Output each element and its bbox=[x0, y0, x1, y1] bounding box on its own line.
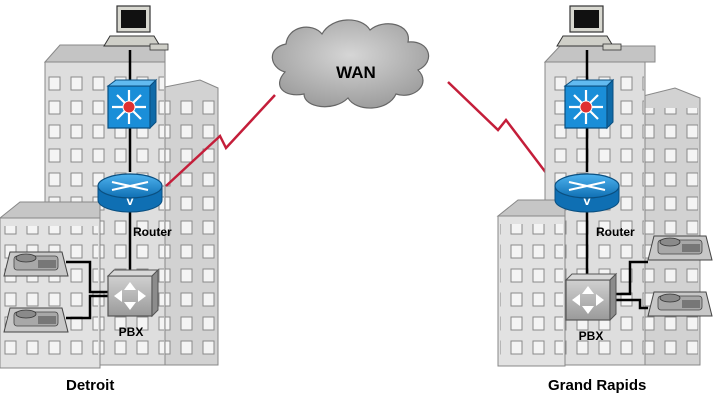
router-label: Router bbox=[133, 225, 172, 239]
multilayer-switch-icon bbox=[563, 78, 615, 130]
ip-phone-icon bbox=[647, 291, 713, 317]
ip-phone-icon bbox=[3, 307, 69, 333]
svg-text:V: V bbox=[584, 198, 591, 208]
wan-links bbox=[165, 81, 557, 187]
pbx-icon bbox=[106, 268, 160, 318]
wan-label: WAN bbox=[336, 63, 376, 82]
router-icon: V bbox=[97, 173, 163, 213]
multilayer-switch-icon bbox=[106, 78, 158, 130]
site-name-detroit: Detroit bbox=[66, 377, 114, 394]
pbx-label: PBX bbox=[119, 325, 144, 339]
detroit-internal-links bbox=[66, 50, 132, 320]
ip-phone-icon bbox=[647, 235, 713, 261]
wan-link-grand-rapids bbox=[447, 81, 557, 187]
pc-icon bbox=[103, 5, 169, 51]
pbx-label: PBX bbox=[579, 329, 604, 343]
pc-icon bbox=[556, 5, 622, 51]
wan-cloud: WAN bbox=[271, 19, 430, 109]
site-grand-rapids: V Router PBX bbox=[496, 5, 713, 394]
wan-link-detroit bbox=[165, 94, 276, 187]
ip-phone-icon bbox=[3, 251, 69, 277]
site-name-grand-rapids: Grand Rapids bbox=[548, 377, 646, 394]
site-detroit: V Router PBX bbox=[0, 5, 219, 394]
router-icon: V bbox=[554, 173, 620, 213]
router-label: Router bbox=[596, 225, 635, 239]
grand-rapids-internal-links bbox=[585, 50, 648, 310]
pbx-icon bbox=[564, 272, 618, 322]
svg-text:V: V bbox=[127, 198, 134, 208]
